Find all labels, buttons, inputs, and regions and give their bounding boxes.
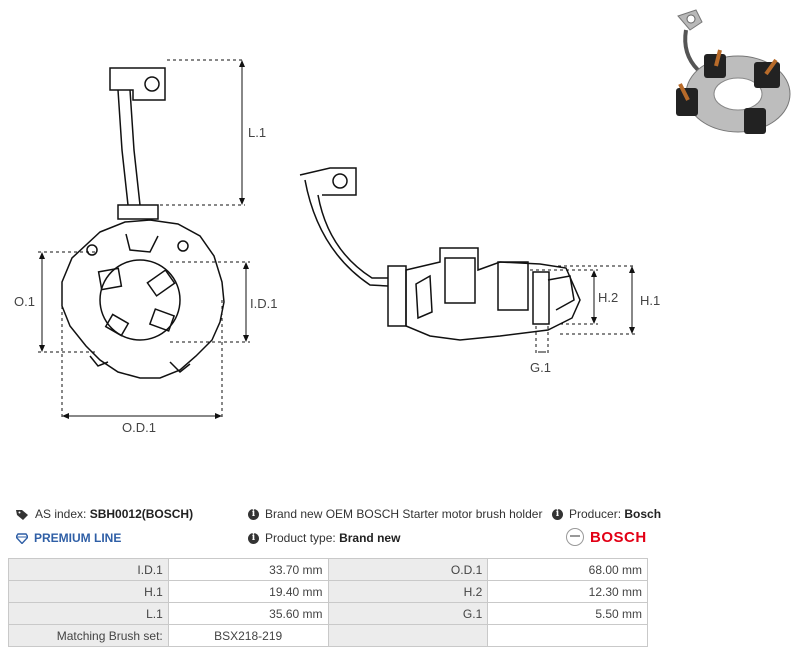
dim-label-o1: O.1 bbox=[14, 294, 35, 309]
front-view-holder bbox=[61, 219, 225, 379]
product-type: i Product type: Brand new bbox=[248, 531, 400, 545]
diamond-icon bbox=[16, 532, 28, 544]
spec-label: Matching Brush set: bbox=[8, 624, 169, 647]
table-row: L.1 35.60 mm G.1 5.50 mm bbox=[8, 602, 648, 625]
premium-line: PREMIUM LINE bbox=[16, 531, 121, 545]
info-icon: i bbox=[248, 508, 259, 520]
dim-label-id1: I.D.1 bbox=[250, 296, 277, 311]
spec-value: 35.60 mm bbox=[167, 602, 329, 625]
spec-value: 68.00 mm bbox=[487, 558, 648, 581]
specs-table: I.D.1 33.70 mm O.D.1 68.00 mm H.1 19.40 … bbox=[8, 558, 648, 647]
bosch-logo-text: BOSCH bbox=[590, 528, 647, 546]
description: i Brand new OEM BOSCH Starter motor brus… bbox=[248, 507, 542, 521]
spec-value: 12.30 mm bbox=[487, 580, 648, 603]
tag-icon bbox=[16, 509, 28, 520]
spec-label bbox=[327, 624, 489, 647]
as-index-value: SBH0012(BOSCH) bbox=[89, 507, 194, 521]
spec-label: H.1 bbox=[8, 580, 169, 603]
spec-label: G.1 bbox=[327, 602, 489, 625]
dim-label-od1: O.D.1 bbox=[122, 420, 156, 435]
producer-label: Producer: bbox=[569, 507, 622, 521]
as-index-label: AS index: bbox=[35, 507, 87, 521]
bosch-logo-icon bbox=[566, 528, 584, 546]
premium-line-label: PREMIUM LINE bbox=[34, 531, 122, 545]
spec-value bbox=[487, 624, 648, 647]
table-row: Matching Brush set: BSX218-219 bbox=[8, 624, 648, 647]
table-row: H.1 19.40 mm H.2 12.30 mm bbox=[8, 580, 648, 603]
dim-label-l1: L.1 bbox=[248, 125, 266, 140]
spec-label: I.D.1 bbox=[8, 558, 169, 581]
product-type-label: Product type: bbox=[265, 531, 336, 545]
spec-label: H.2 bbox=[327, 580, 489, 603]
spec-label: L.1 bbox=[8, 602, 169, 625]
side-view-terminal bbox=[299, 167, 389, 287]
info-icon: i bbox=[248, 532, 259, 544]
as-index: AS index: SBH0012(BOSCH) bbox=[16, 507, 193, 521]
description-text: Brand new OEM BOSCH Starter motor brush … bbox=[265, 507, 543, 521]
table-row: I.D.1 33.70 mm O.D.1 68.00 mm bbox=[8, 558, 648, 581]
product-type-value: Brand new bbox=[339, 531, 401, 545]
side-view-body bbox=[387, 247, 581, 341]
technical-drawing: L.1 O.1 I.D.1 O.D.1 H.1 H.2 G.1 bbox=[14, 59, 660, 435]
dim-label-h1: H.1 bbox=[640, 293, 660, 308]
product-photo bbox=[658, 4, 798, 142]
dim-label-g1: G.1 bbox=[530, 360, 551, 375]
front-view-terminal bbox=[109, 67, 166, 220]
spec-value: 33.70 mm bbox=[167, 558, 329, 581]
info-icon: i bbox=[552, 508, 563, 520]
dim-label-h2: H.2 bbox=[598, 290, 618, 305]
bosch-logo: BOSCH bbox=[566, 528, 647, 546]
spec-label: O.D.1 bbox=[327, 558, 489, 581]
producer: i Producer: Bosch bbox=[552, 507, 661, 521]
producer-value: Bosch bbox=[624, 507, 662, 521]
spec-value: 5.50 mm bbox=[487, 602, 648, 625]
spec-value: BSX218-219 bbox=[167, 624, 329, 647]
spec-value: 19.40 mm bbox=[167, 580, 329, 603]
